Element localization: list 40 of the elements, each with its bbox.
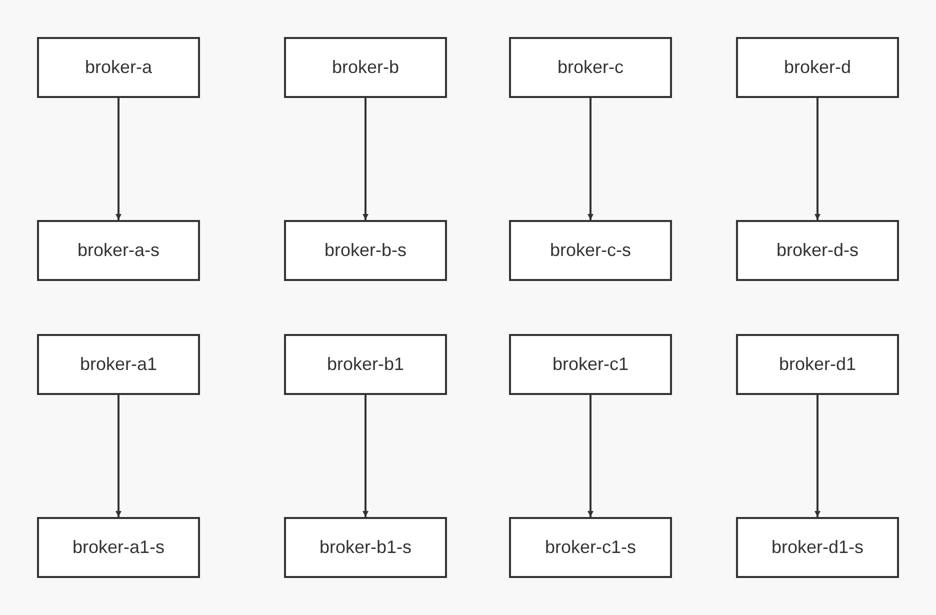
box-label: broker-d — [784, 56, 852, 79]
box-label: broker-a1-s — [72, 536, 165, 559]
process-box — [37, 37, 200, 98]
arrow — [814, 395, 820, 517]
box-label: broker-d1 — [778, 353, 856, 376]
box-label: broker-a1 — [80, 353, 158, 376]
process-box — [284, 334, 447, 395]
process-box — [284, 37, 447, 98]
process-box — [736, 220, 899, 281]
box-label: broker-c-s — [550, 239, 631, 262]
process-box — [509, 37, 672, 98]
box-label: broker-a — [84, 56, 152, 79]
arrow — [116, 395, 122, 517]
process-box — [284, 220, 447, 281]
box-label: broker-c1 — [552, 353, 629, 376]
process-box — [736, 334, 899, 395]
box-label: broker-b-s — [324, 239, 407, 262]
process-box — [509, 220, 672, 281]
arrow — [814, 98, 820, 220]
arrow — [116, 98, 122, 220]
arrow — [588, 98, 594, 220]
box-label: broker-c1-s — [544, 536, 636, 559]
box-label: broker-a-s — [77, 239, 160, 262]
process-box — [37, 334, 200, 395]
arrow — [362, 98, 368, 220]
box-label: broker-b — [332, 56, 400, 79]
process-box — [509, 517, 672, 578]
box-label: broker-d-s — [776, 239, 859, 262]
box-label: broker-d1-s — [771, 536, 864, 559]
process-box — [37, 517, 200, 578]
box-label: broker-b1 — [326, 353, 404, 376]
box-label: broker-b1-s — [319, 536, 412, 559]
process-box — [736, 517, 899, 578]
box-label: broker-c — [557, 56, 624, 79]
process-box — [37, 220, 200, 281]
process-box — [736, 37, 899, 98]
arrow — [588, 395, 594, 517]
process-box — [509, 334, 672, 395]
process-box — [284, 517, 447, 578]
arrow — [362, 395, 368, 517]
